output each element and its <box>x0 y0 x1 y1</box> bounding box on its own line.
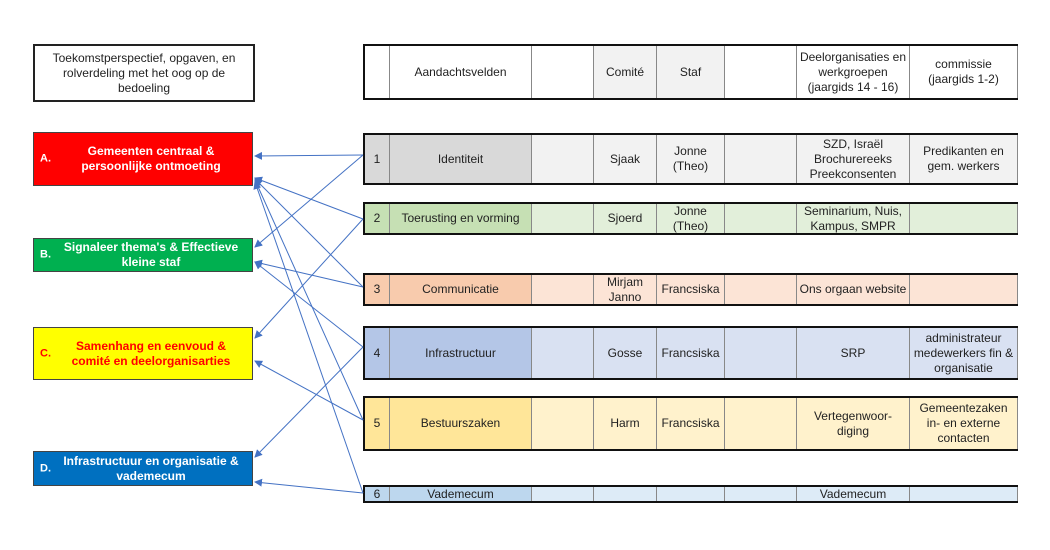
cell-blank <box>724 135 796 183</box>
cell-blank <box>724 328 796 378</box>
goal-d: D. Infrastructuur en organisatie & vadem… <box>33 451 253 486</box>
connector-line <box>254 179 364 421</box>
header-deelorganisaties: Deelorganisaties en werkgroepen (jaargid… <box>796 46 909 98</box>
cell-staf: Jonne (Theo) <box>656 135 724 183</box>
goal-text: Signaleer thema's & Effectieve kleine st… <box>63 240 239 269</box>
header-staf: Staf <box>656 46 724 98</box>
cell-blank <box>724 275 796 304</box>
connector-line <box>254 178 364 288</box>
connector-line <box>253 181 364 494</box>
cell-deel: Vademecum <box>796 487 909 501</box>
cell-blank <box>724 204 796 233</box>
cell-blank <box>724 398 796 449</box>
cell-deel: Seminarium, Nuis, Kampus, SMPR <box>796 204 909 233</box>
cell-staf: Jonne (Theo) <box>656 204 724 233</box>
cell-staf: Francsiska <box>656 275 724 304</box>
cell-num: 4 <box>363 328 389 378</box>
goal-text: Infrastructuur en organisatie & vademecu… <box>63 453 239 483</box>
goal-text: Gemeenten centraal & persoonlijke ontmoe… <box>81 144 221 173</box>
cell-num: 2 <box>363 204 389 233</box>
connector-line <box>254 151 364 160</box>
cell-comite: Gosse <box>593 328 656 378</box>
connector-line <box>254 346 364 458</box>
cell-commissie: Gemeentezaken in- en externe contacten <box>909 398 1018 449</box>
cell-blank <box>531 275 593 304</box>
cell-field: Bestuurszaken <box>389 398 531 449</box>
cell-staf: Francsiska <box>656 328 724 378</box>
cell-field: Vademecum <box>389 487 531 501</box>
goal-letter: A. <box>40 152 51 165</box>
cell-commissie <box>909 204 1018 233</box>
goal-letter: B. <box>40 248 51 261</box>
cell-commissie: administrateur medewerkers fin & organis… <box>909 328 1018 378</box>
header-perspective: Toekomstperspectief, opgaven, en rolverd… <box>33 44 255 102</box>
cell-comite: Sjaak <box>593 135 656 183</box>
goal-letter: D. <box>40 462 51 474</box>
cell-staf: Francsiska <box>656 398 724 449</box>
header-num <box>363 46 389 98</box>
cell-deel: Vertegenwoor-diging <box>796 398 909 449</box>
cell-staf <box>656 487 724 501</box>
cell-num: 5 <box>363 398 389 449</box>
cell-num: 3 <box>363 275 389 304</box>
cell-blank <box>724 487 796 501</box>
cell-blank <box>531 487 593 501</box>
cell-commissie: Predikanten en gem. werkers <box>909 135 1018 183</box>
cell-commissie <box>909 487 1018 501</box>
header-commissie: commissie (jaargids 1-2) <box>909 46 1018 98</box>
connector-line <box>254 259 364 288</box>
cell-comite: Harm <box>593 398 656 449</box>
connector-line <box>254 176 364 220</box>
goal-text: Samenhang en eenvoud & comité en deelorg… <box>71 338 231 368</box>
connector-line <box>254 478 364 494</box>
cell-deel: SRP <box>796 328 909 378</box>
cell-comite: Sjoerd <box>593 204 656 233</box>
cell-comite <box>593 487 656 501</box>
header-comite: Comité <box>593 46 656 98</box>
cell-num: 6 <box>363 487 389 501</box>
cell-num: 1 <box>363 135 389 183</box>
cell-blank <box>531 204 593 233</box>
cell-deel: Ons orgaan website <box>796 275 909 304</box>
cell-commissie <box>909 275 1018 304</box>
connector-line <box>254 360 364 421</box>
cell-blank <box>531 135 593 183</box>
cell-blank <box>531 328 593 378</box>
header-aandachtsvelden: Aandachtsvelden <box>389 46 531 98</box>
cell-blank <box>531 398 593 449</box>
goal-c: C. Samenhang en eenvoud & comité en deel… <box>33 327 253 380</box>
cell-field: Infrastructuur <box>389 328 531 378</box>
cell-field: Communicatie <box>389 275 531 304</box>
header-blank-2 <box>724 46 796 98</box>
connector-line <box>254 218 364 339</box>
table-header-row: Aandachtsvelden Comité Staf Deelorganisa… <box>363 44 1018 100</box>
cell-field: Toerusting en vorming <box>389 204 531 233</box>
cell-field: Identiteit <box>389 135 531 183</box>
header-blank-1 <box>531 46 593 98</box>
cell-deel: SZD, Israël Brochurereeks Preekconsenten <box>796 135 909 183</box>
connector-line <box>254 154 364 248</box>
goal-b: B. Signaleer thema's & Effectieve kleine… <box>33 238 253 272</box>
connector-line <box>254 261 364 348</box>
goal-letter: C. <box>40 347 51 359</box>
cell-comite: Mirjam Janno <box>593 275 656 304</box>
goal-a: A. Gemeenten centraal & persoonlijke ont… <box>33 132 253 186</box>
